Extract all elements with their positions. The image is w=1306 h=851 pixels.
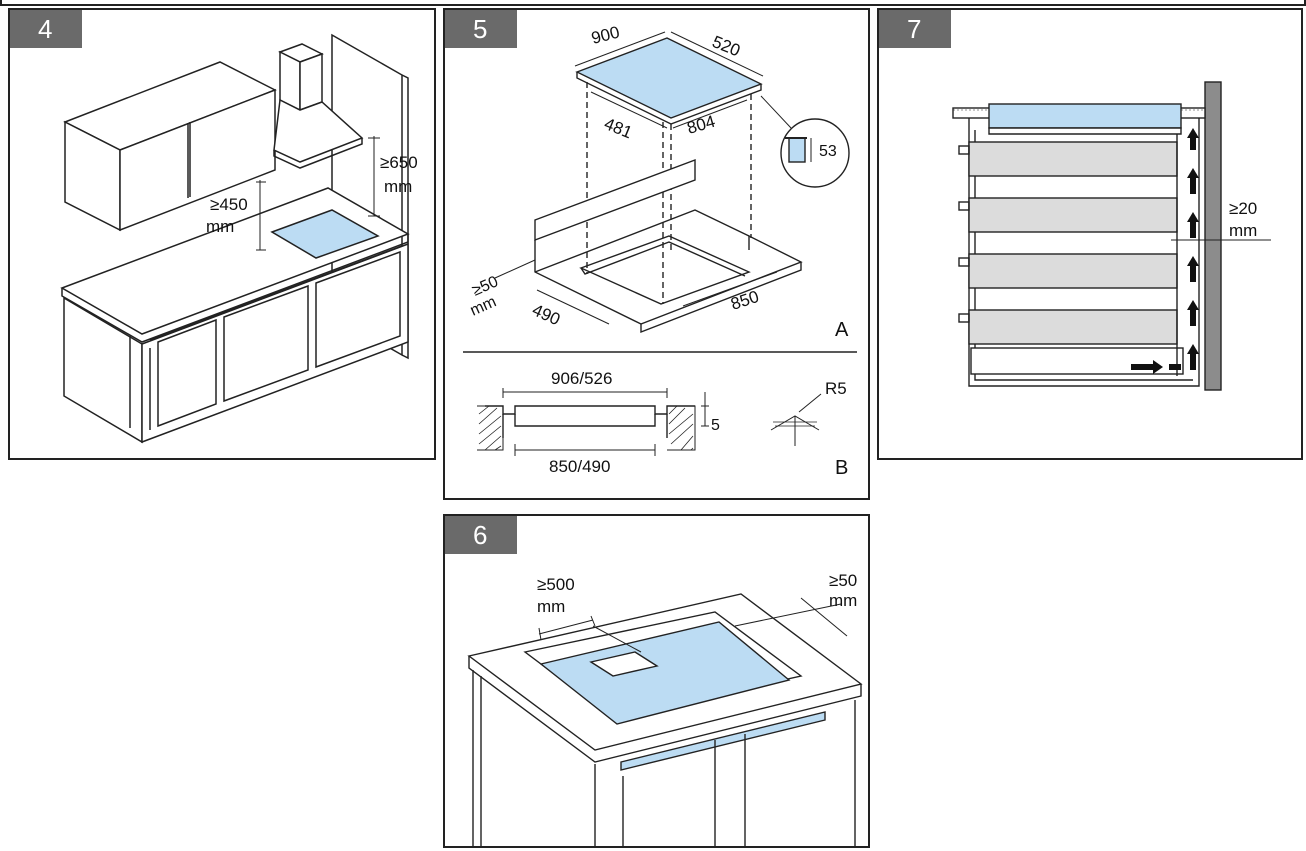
dim-520: 520 (710, 32, 743, 60)
figure-6-panel: 6 ≥500 mm ≥50 mm (443, 514, 870, 848)
island-installation-illustration: ≥500 mm ≥50 mm (467, 571, 863, 846)
clearance-500-unit: mm (537, 597, 565, 616)
clearance-650-label: ≥650 (380, 153, 418, 172)
clearance-50-label: ≥50 (829, 571, 857, 590)
figure-number-badge: 7 (879, 10, 951, 48)
view-a-label: A (835, 319, 849, 341)
depth-5-dim: 5 (711, 417, 720, 434)
figure-5-panel: 5 (443, 8, 870, 500)
figure-number-badge: 6 (445, 516, 517, 554)
gap-20-unit: mm (1229, 221, 1257, 240)
figure-4-panel: 4 (8, 8, 436, 460)
dim-804: 804 (685, 112, 718, 138)
figure-number-badge: 5 (445, 10, 517, 48)
view-b-label: B (835, 457, 848, 479)
cut-top-dim: 906/526 (551, 369, 612, 388)
dim-900: 900 (589, 23, 621, 48)
cut-bottom-dim: 850/490 (549, 457, 610, 476)
dim-850: 850 (728, 287, 761, 314)
clearance-450-label: ≥450 (210, 195, 248, 214)
gap-20-label: ≥20 (1229, 199, 1257, 218)
kitchen-layout-illustration: ≥450 mm ≥650 mm (60, 33, 418, 444)
dim-53: 53 (819, 143, 837, 160)
clearance-450-unit: mm (206, 217, 234, 236)
top-frame-line (0, 0, 1306, 6)
cutout-dimensions-illustration: 900 520 481 804 53 ≥50 mm 490 850 A 906/… (463, 23, 857, 479)
figure-7-panel: 7 (877, 8, 1303, 460)
clearance-50-unit: mm (829, 591, 857, 610)
dim-481: 481 (602, 114, 635, 142)
figure-number-badge: 4 (10, 10, 82, 48)
radius-r5-label: R5 (825, 379, 847, 398)
clearance-650-unit: mm (384, 177, 412, 196)
clearance-50-unit: mm (468, 293, 499, 319)
dim-490: 490 (529, 300, 563, 329)
clearance-500-label: ≥500 (537, 575, 575, 594)
ventilation-section-illustration: ≥20 mm (952, 81, 1271, 391)
